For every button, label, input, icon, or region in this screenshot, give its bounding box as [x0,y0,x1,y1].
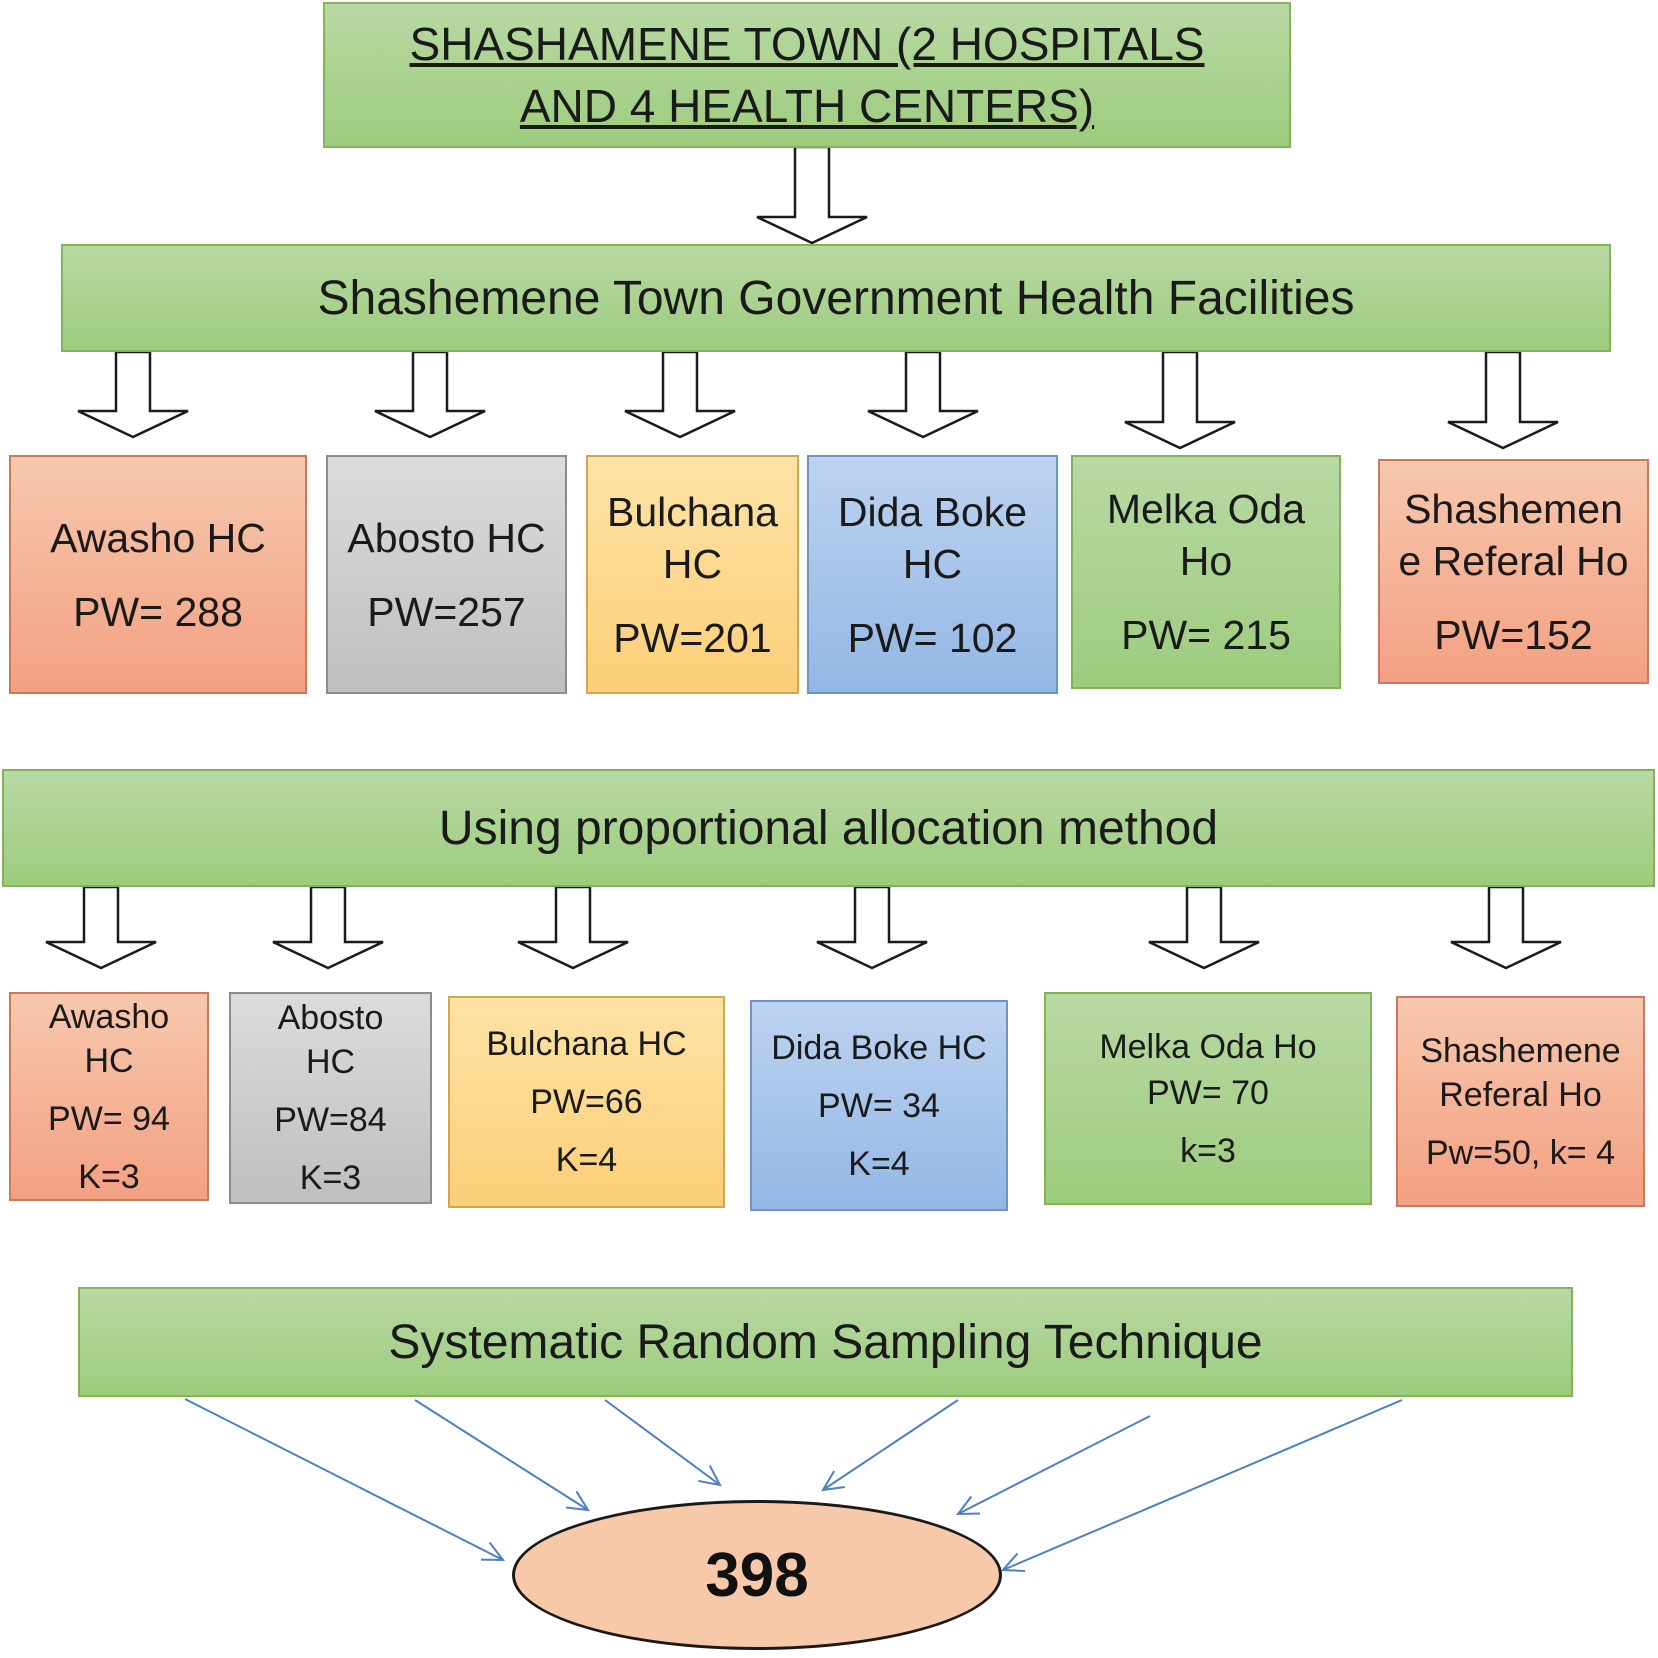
allocation-box-dida-boke: Dida Boke HC PW= 34 K=4 [750,1000,1008,1211]
down-arrow-allocation-shashemene-referal [1450,885,1562,970]
sampling-arrow-2 [414,1399,590,1512]
down-arrow-title [756,145,868,245]
allocation-name: Referal Ho [1439,1075,1602,1114]
allocation-pw: PW= 70 [1147,1073,1269,1112]
allocation-pw: PW= 34 [818,1086,940,1125]
allocation-k: k=3 [1180,1131,1236,1170]
allocation-name: HC [84,1041,134,1080]
down-arrow-facility-abosto [374,350,486,439]
down-arrow-facility-shashemene-referal [1447,350,1559,450]
down-arrow-facility-bulchana [624,350,736,439]
allocation-k: K=4 [555,1141,618,1179]
allocation-pw: PW=84 [274,1101,387,1139]
facility-pw: PW= 288 [73,588,243,635]
facility-name: HC [662,540,723,587]
facility-name: Melka Oda [1106,486,1306,532]
facility-name: Bulchana [607,488,778,535]
facility-name: Awasho HC [50,514,266,561]
facility-name: Shashemen [1404,485,1623,532]
sampling-arrow-1 [184,1398,506,1562]
sampling-arrow-6 [1000,1399,1403,1573]
facility-name: Dida Boke [837,488,1028,535]
allocation-name: HC [305,1043,356,1081]
allocation-k: K=3 [299,1159,362,1197]
down-arrow-facility-awasho [77,350,189,439]
allocation-k: K=4 [848,1144,910,1183]
allocation-box-abosto: Abosto HC PW=84 K=3 [229,992,432,1204]
facility-box-abosto: Abosto HC PW=257 [326,455,567,694]
allocation-name: Abosto [277,999,384,1037]
allocation-k: K=3 [78,1157,140,1196]
down-arrow-allocation-bulchana [517,885,629,970]
facilities-band-label: Shashemene Town Government Health Facili… [317,271,1355,325]
allocation-pw-k: Pw=50, k= 4 [1425,1133,1615,1172]
facility-name: Ho [1179,538,1233,584]
facility-box-dida-boke: Dida Boke HC PW= 102 [807,455,1058,694]
study-area-title-box: SHASHAMENE TOWN (2 HOSPITALS AND 4 HEALT… [323,2,1291,148]
allocation-name: Dida Boke HC [771,1028,987,1067]
allocation-pw: PW= 94 [48,1099,170,1138]
facility-box-bulchana: Bulchana HC PW=201 [586,455,799,694]
allocation-name: Awasho [48,997,170,1036]
allocation-name: Melka Oda Ho [1099,1027,1317,1066]
facility-name: HC [902,540,963,587]
facility-box-melka-oda: Melka Oda Ho PW= 215 [1071,455,1341,689]
facility-pw: PW= 215 [1121,612,1291,658]
facility-pw: PW=257 [367,588,526,635]
sampling-band: Systematic Random Sampling Technique [78,1287,1573,1397]
facility-name: Abosto HC [347,514,546,561]
allocation-band-label: Using proportional allocation method [438,801,1219,855]
allocation-box-melka-oda: Melka Oda Ho PW= 70 k=3 [1044,992,1372,1205]
facility-name: e Referal Ho [1398,537,1629,584]
allocation-band: Using proportional allocation method [2,769,1655,887]
sampling-arrow-5 [955,1415,1151,1516]
total-sample-value: 398 [705,1540,809,1610]
facility-pw: PW= 102 [847,614,1018,661]
facility-box-awasho: Awasho HC PW= 288 [9,455,307,694]
down-arrow-allocation-dida-boke [816,885,928,970]
study-area-title-line2: AND 4 HEALTH CENTERS) [519,80,1095,132]
facility-box-shashemene-referal: Shashemen e Referal Ho PW=152 [1378,459,1649,684]
allocation-box-bulchana: Bulchana HC PW=66 K=4 [448,996,725,1208]
sampling-band-label: Systematic Random Sampling Technique [388,1315,1263,1369]
allocation-pw: PW=66 [530,1083,643,1121]
total-sample-ellipse: 398 [512,1500,1002,1650]
allocation-name: Bulchana HC [486,1025,687,1063]
study-area-title-line1: SHASHAMENE TOWN (2 HOSPITALS [409,18,1205,70]
allocation-box-shashemene-referal: Shashemene Referal Ho Pw=50, k= 4 [1396,996,1645,1207]
facilities-band: Shashemene Town Government Health Facili… [61,244,1611,352]
facility-pw: PW=201 [613,614,772,661]
down-arrow-facility-melka-oda [1124,350,1236,450]
allocation-name: Shashemene [1420,1031,1621,1070]
down-arrow-allocation-awasho [45,885,157,970]
facility-pw: PW=152 [1434,611,1593,658]
down-arrow-allocation-melka-oda [1148,885,1260,970]
allocation-box-awasho: Awasho HC PW= 94 K=3 [9,992,209,1201]
sampling-arrow-3 [604,1399,722,1487]
sampling-arrow-4 [821,1399,959,1492]
down-arrow-allocation-abosto [272,885,384,970]
down-arrow-facility-dida-boke [867,350,979,439]
